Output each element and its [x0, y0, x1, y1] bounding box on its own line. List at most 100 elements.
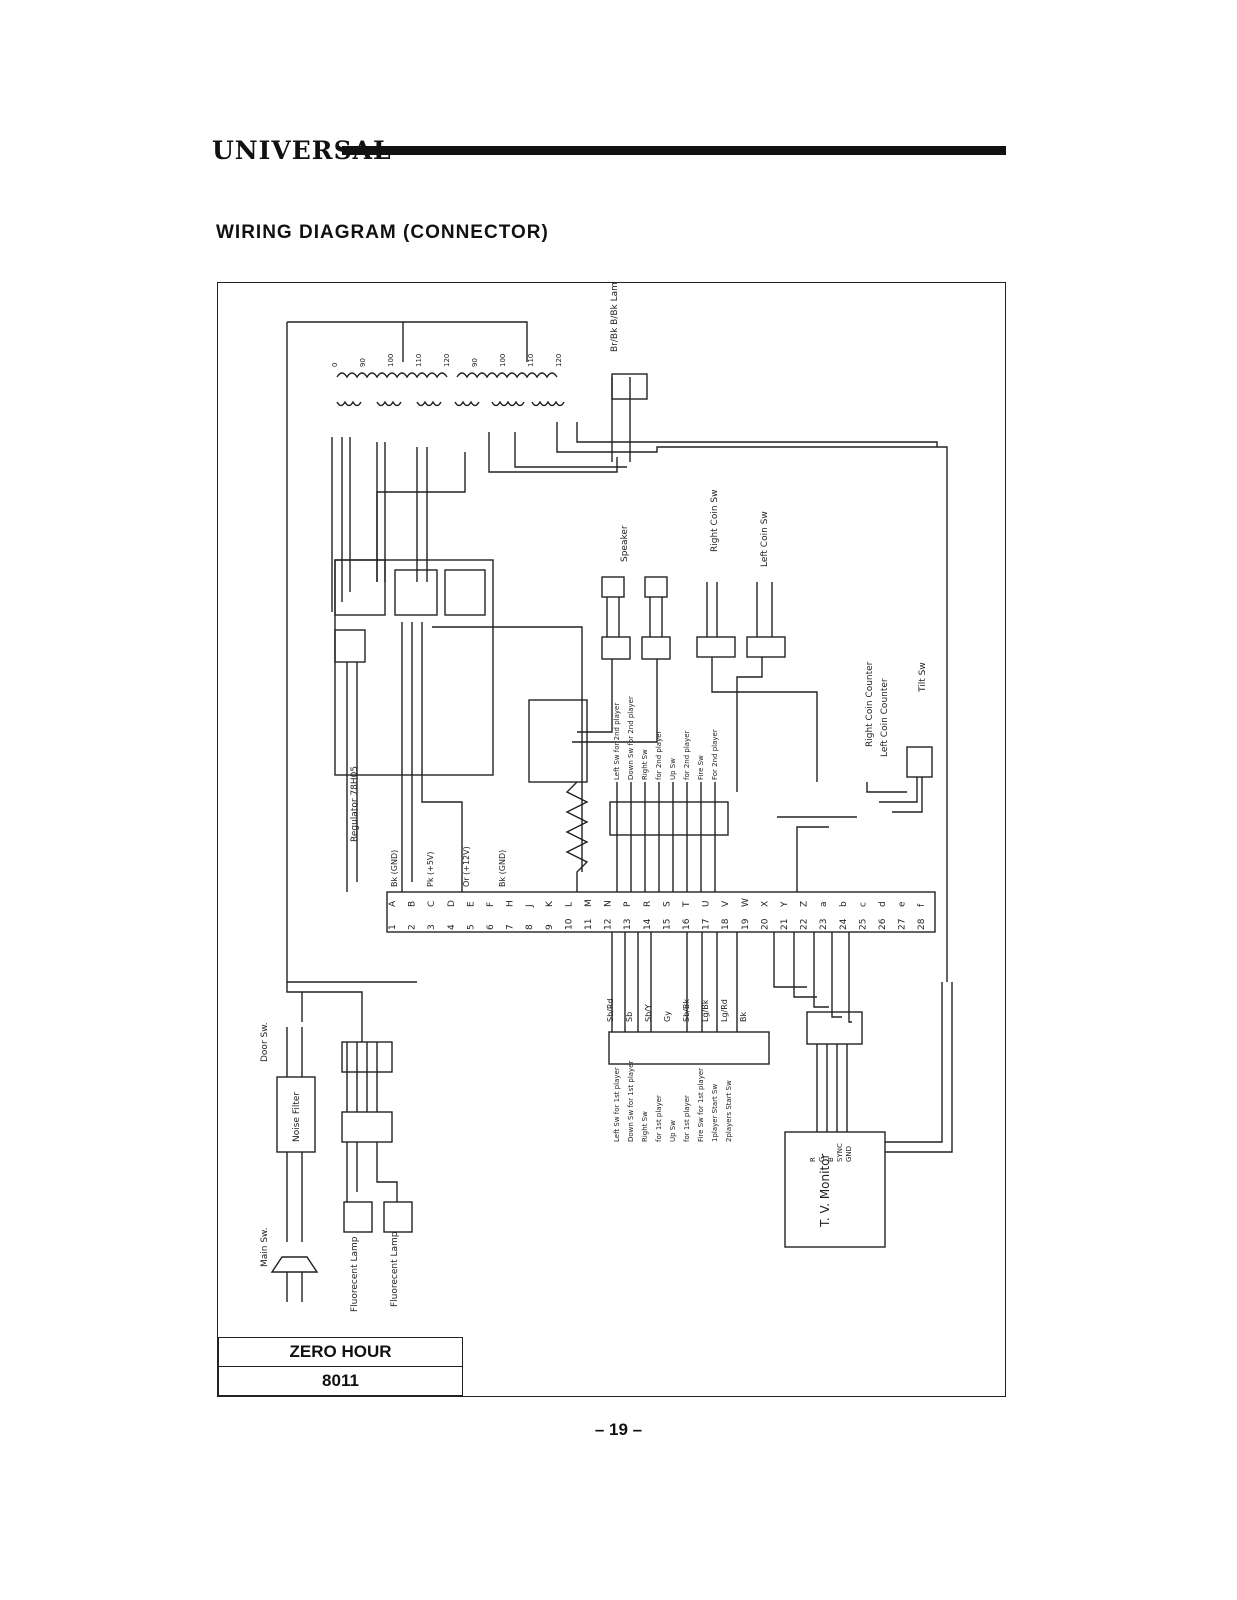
lower-wire-label: Gy: [663, 1011, 672, 1022]
monitor-input-label: B: [827, 1157, 835, 1162]
edge-pin-letter: U: [702, 900, 712, 907]
fluorescent-lamp-1-label: Fluorecent Lamp: [350, 1236, 360, 1312]
upper-wire-label: Bk (GND): [498, 850, 507, 887]
right-coin-counter-label: Right Coin Counter: [865, 661, 875, 747]
transformer-tap: 120: [443, 354, 451, 367]
top-control-label: Up Sw: [669, 758, 677, 780]
edge-pin-letter: Y: [780, 901, 790, 908]
edge-pin-number: 20: [760, 918, 770, 930]
edge-pin-number: 18: [721, 918, 731, 930]
edge-pin-number: 23: [819, 919, 829, 930]
edge-pin-number: 2: [408, 924, 418, 930]
upper-wire-labels: Bk (GND) Pk (+5V) Or (+12V) Bk (GND): [390, 846, 507, 887]
edge-pin-number: 6: [486, 924, 496, 930]
speaker-label: Speaker: [620, 525, 630, 562]
lower-wire-label: Sb/Y: [644, 1004, 653, 1022]
upper-wire-label: Or (+12V): [462, 846, 471, 887]
edge-pin-letter: M: [584, 899, 594, 907]
edge-pin-number: 9: [545, 924, 555, 930]
bottom-control-label: for 1st player: [683, 1095, 691, 1142]
top-control-label: Fire Sw: [697, 755, 705, 780]
edge-pin-letter: B: [408, 901, 418, 907]
transformer-tap: 0: [331, 363, 339, 367]
edge-pin-number: 24: [839, 918, 849, 930]
edge-pin-letter: C: [427, 901, 437, 907]
left-coin-sw-label: Left Coin Sw: [760, 511, 770, 567]
regulator-label: Regulator 78H05: [350, 766, 360, 842]
edge-pin-number: 13: [623, 919, 633, 930]
bottom-control-label: Down Sw for 1st player: [627, 1060, 635, 1142]
edge-pin-letter: E: [466, 901, 476, 907]
transformer-tap: 100: [387, 354, 395, 367]
transformer-tap: 110: [527, 354, 535, 367]
edge-pin-number: 3: [427, 924, 437, 930]
top-control-label: Left Sw for 2nd player: [613, 703, 621, 780]
lower-wire-label: Sb/Rd: [606, 999, 615, 1023]
lamp-label: Br/Bk B/Bk Lamp: [610, 282, 620, 352]
bottom-control-label: Left Sw for 1st player: [613, 1067, 621, 1142]
transformer-tap: 120: [555, 354, 563, 367]
edge-pin-number: 8: [525, 924, 535, 930]
edge-pin-number: 19: [741, 918, 751, 930]
lower-wire-label: Bk: [739, 1012, 748, 1022]
transformer-tap: 110: [415, 354, 423, 367]
title-block: ZERO HOUR 8011: [218, 1337, 463, 1396]
monitor-input-label: SYNC: [836, 1143, 844, 1162]
header-rule: [342, 146, 1006, 155]
lower-wire-label: Sb/Bk: [682, 999, 691, 1022]
edge-pin-number: 27: [898, 919, 908, 930]
edge-pin-number: 21: [780, 919, 790, 930]
tv-monitor-label: T. V. Monitor: [818, 1153, 832, 1228]
lower-wire-label: Lg/Bk: [701, 999, 710, 1022]
edge-pin-number: 12: [604, 919, 614, 930]
edge-pin-letter: V: [721, 900, 731, 907]
door-sw-label: Door Sw.: [260, 1022, 270, 1062]
left-coin-counter-label: Left Coin Counter: [880, 678, 890, 757]
wire-annotations: Br/Bk B/Bk Lamp Speaker Right Coin Sw Le…: [260, 282, 928, 1312]
edge-pin-letter: K: [545, 900, 555, 907]
edge-pin-letter: c: [858, 902, 868, 907]
bottom-control-label: Right Sw: [641, 1111, 649, 1142]
edge-pin-letter: W: [741, 898, 751, 907]
edge-pin-letter: d: [878, 901, 888, 907]
game-name: ZERO HOUR: [289, 1342, 392, 1361]
upper-wire-label: Bk (GND): [390, 850, 399, 887]
edge-pin-number: 25: [858, 919, 868, 930]
main-sw-label: Main Sw.: [260, 1228, 270, 1267]
monitor-input-label: G: [818, 1157, 826, 1162]
bottom-control-label: for 1st player: [655, 1095, 663, 1142]
edge-pin-number: 15: [662, 919, 672, 930]
edge-pin-letter: X: [760, 901, 770, 907]
edge-pin-number: 16: [682, 918, 692, 930]
upper-wire-label: Pk (+5V): [426, 851, 435, 887]
bottom-control-label: 2players Start Sw: [725, 1080, 733, 1142]
wiring-diagram: Br/Bk B/Bk Lamp Speaker Right Coin Sw Le…: [260, 282, 953, 1312]
edge-pin-number: 1: [388, 924, 398, 930]
edge-pin-number: 10: [564, 918, 574, 930]
edge-pin-number: 28: [917, 918, 927, 930]
page-number: – 19 –: [594, 1420, 643, 1439]
edge-pin-letter: e: [898, 901, 908, 907]
edge-pin-number: 22: [800, 919, 810, 930]
edge-pin-number: 11: [584, 919, 594, 930]
top-control-label: Right Sw: [641, 749, 649, 780]
noise-filter-label: Noise Filter: [292, 1092, 302, 1142]
edge-pin-letter: T: [682, 901, 692, 908]
fluorescent-lamp-2-label: Fluorecent Lamp: [390, 1231, 400, 1307]
edge-pin-letter: A: [388, 900, 398, 907]
transformer-tap: 100: [499, 354, 507, 367]
edge-pin-letter: b: [839, 901, 849, 907]
transformer-tap: 90: [471, 358, 479, 367]
edge-pin-letter: f: [917, 903, 927, 907]
edge-pin-letter: H: [506, 900, 516, 907]
lower-wire-label: Lg/Rd: [720, 999, 729, 1022]
edge-pin-letter: D: [447, 900, 457, 907]
diagram-frame: [217, 282, 1006, 1397]
right-coin-sw-label: Right Coin Sw: [710, 490, 720, 553]
top-control-label: For 2nd player: [711, 729, 719, 780]
tilt-sw-label: Tilt Sw: [918, 662, 928, 693]
